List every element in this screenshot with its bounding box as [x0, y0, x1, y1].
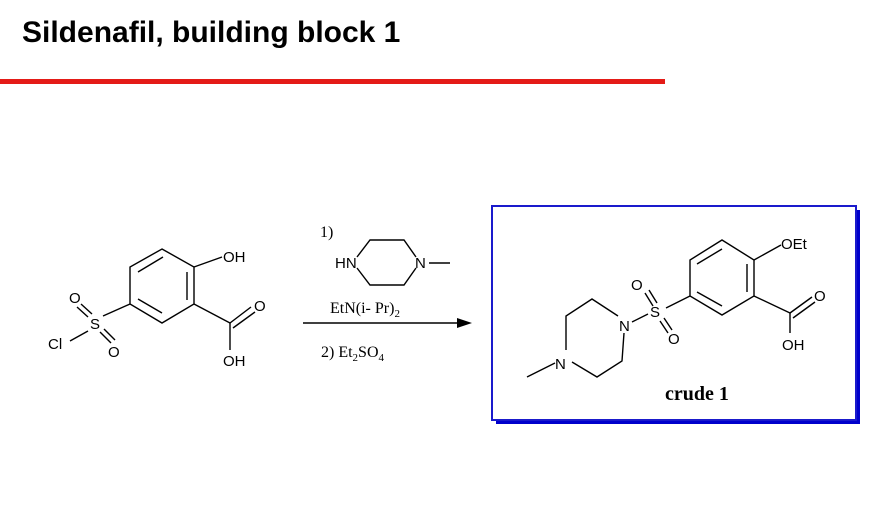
product-atom-oet: OEt — [781, 236, 808, 253]
step2-label: 2) Et2SO4 — [321, 344, 385, 364]
slide-title: Sildenafil, building block 1 — [22, 16, 401, 49]
amine-hn: HN — [335, 255, 357, 272]
sm-atom-o-carbonyl: O — [254, 298, 266, 315]
product-atom-n-methyl: N — [555, 356, 566, 373]
n-methylpiperazine-structure — [356, 239, 450, 286]
product-atom-o2: O — [668, 331, 680, 348]
product-atom-o-carbonyl: O — [814, 288, 826, 305]
sm-atom-s: S — [90, 316, 100, 333]
product-atom-o1: O — [631, 277, 643, 294]
sm-atom-o1: O — [69, 290, 81, 307]
sm-atom-oh-bottom: OH — [223, 353, 246, 370]
product-atom-oh: OH — [782, 337, 805, 354]
sm-atom-cl: Cl — [48, 336, 62, 353]
reaction-arrow-head — [457, 318, 472, 328]
product-atom-s: S — [650, 304, 660, 321]
product-structure — [526, 239, 816, 378]
sm-atom-o2: O — [108, 344, 120, 361]
product-box — [491, 205, 857, 421]
product-atom-n-sulfonyl: N — [619, 318, 630, 335]
reagent-base: EtN(i- Pr)2 — [330, 300, 400, 320]
step1-label: 1) — [320, 224, 333, 241]
title-underline — [0, 79, 665, 84]
sm-atom-oh-top: OH — [223, 249, 246, 266]
starting-material-structure — [69, 248, 256, 350]
amine-n: N — [415, 255, 426, 272]
product-label: crude 1 — [665, 383, 729, 405]
